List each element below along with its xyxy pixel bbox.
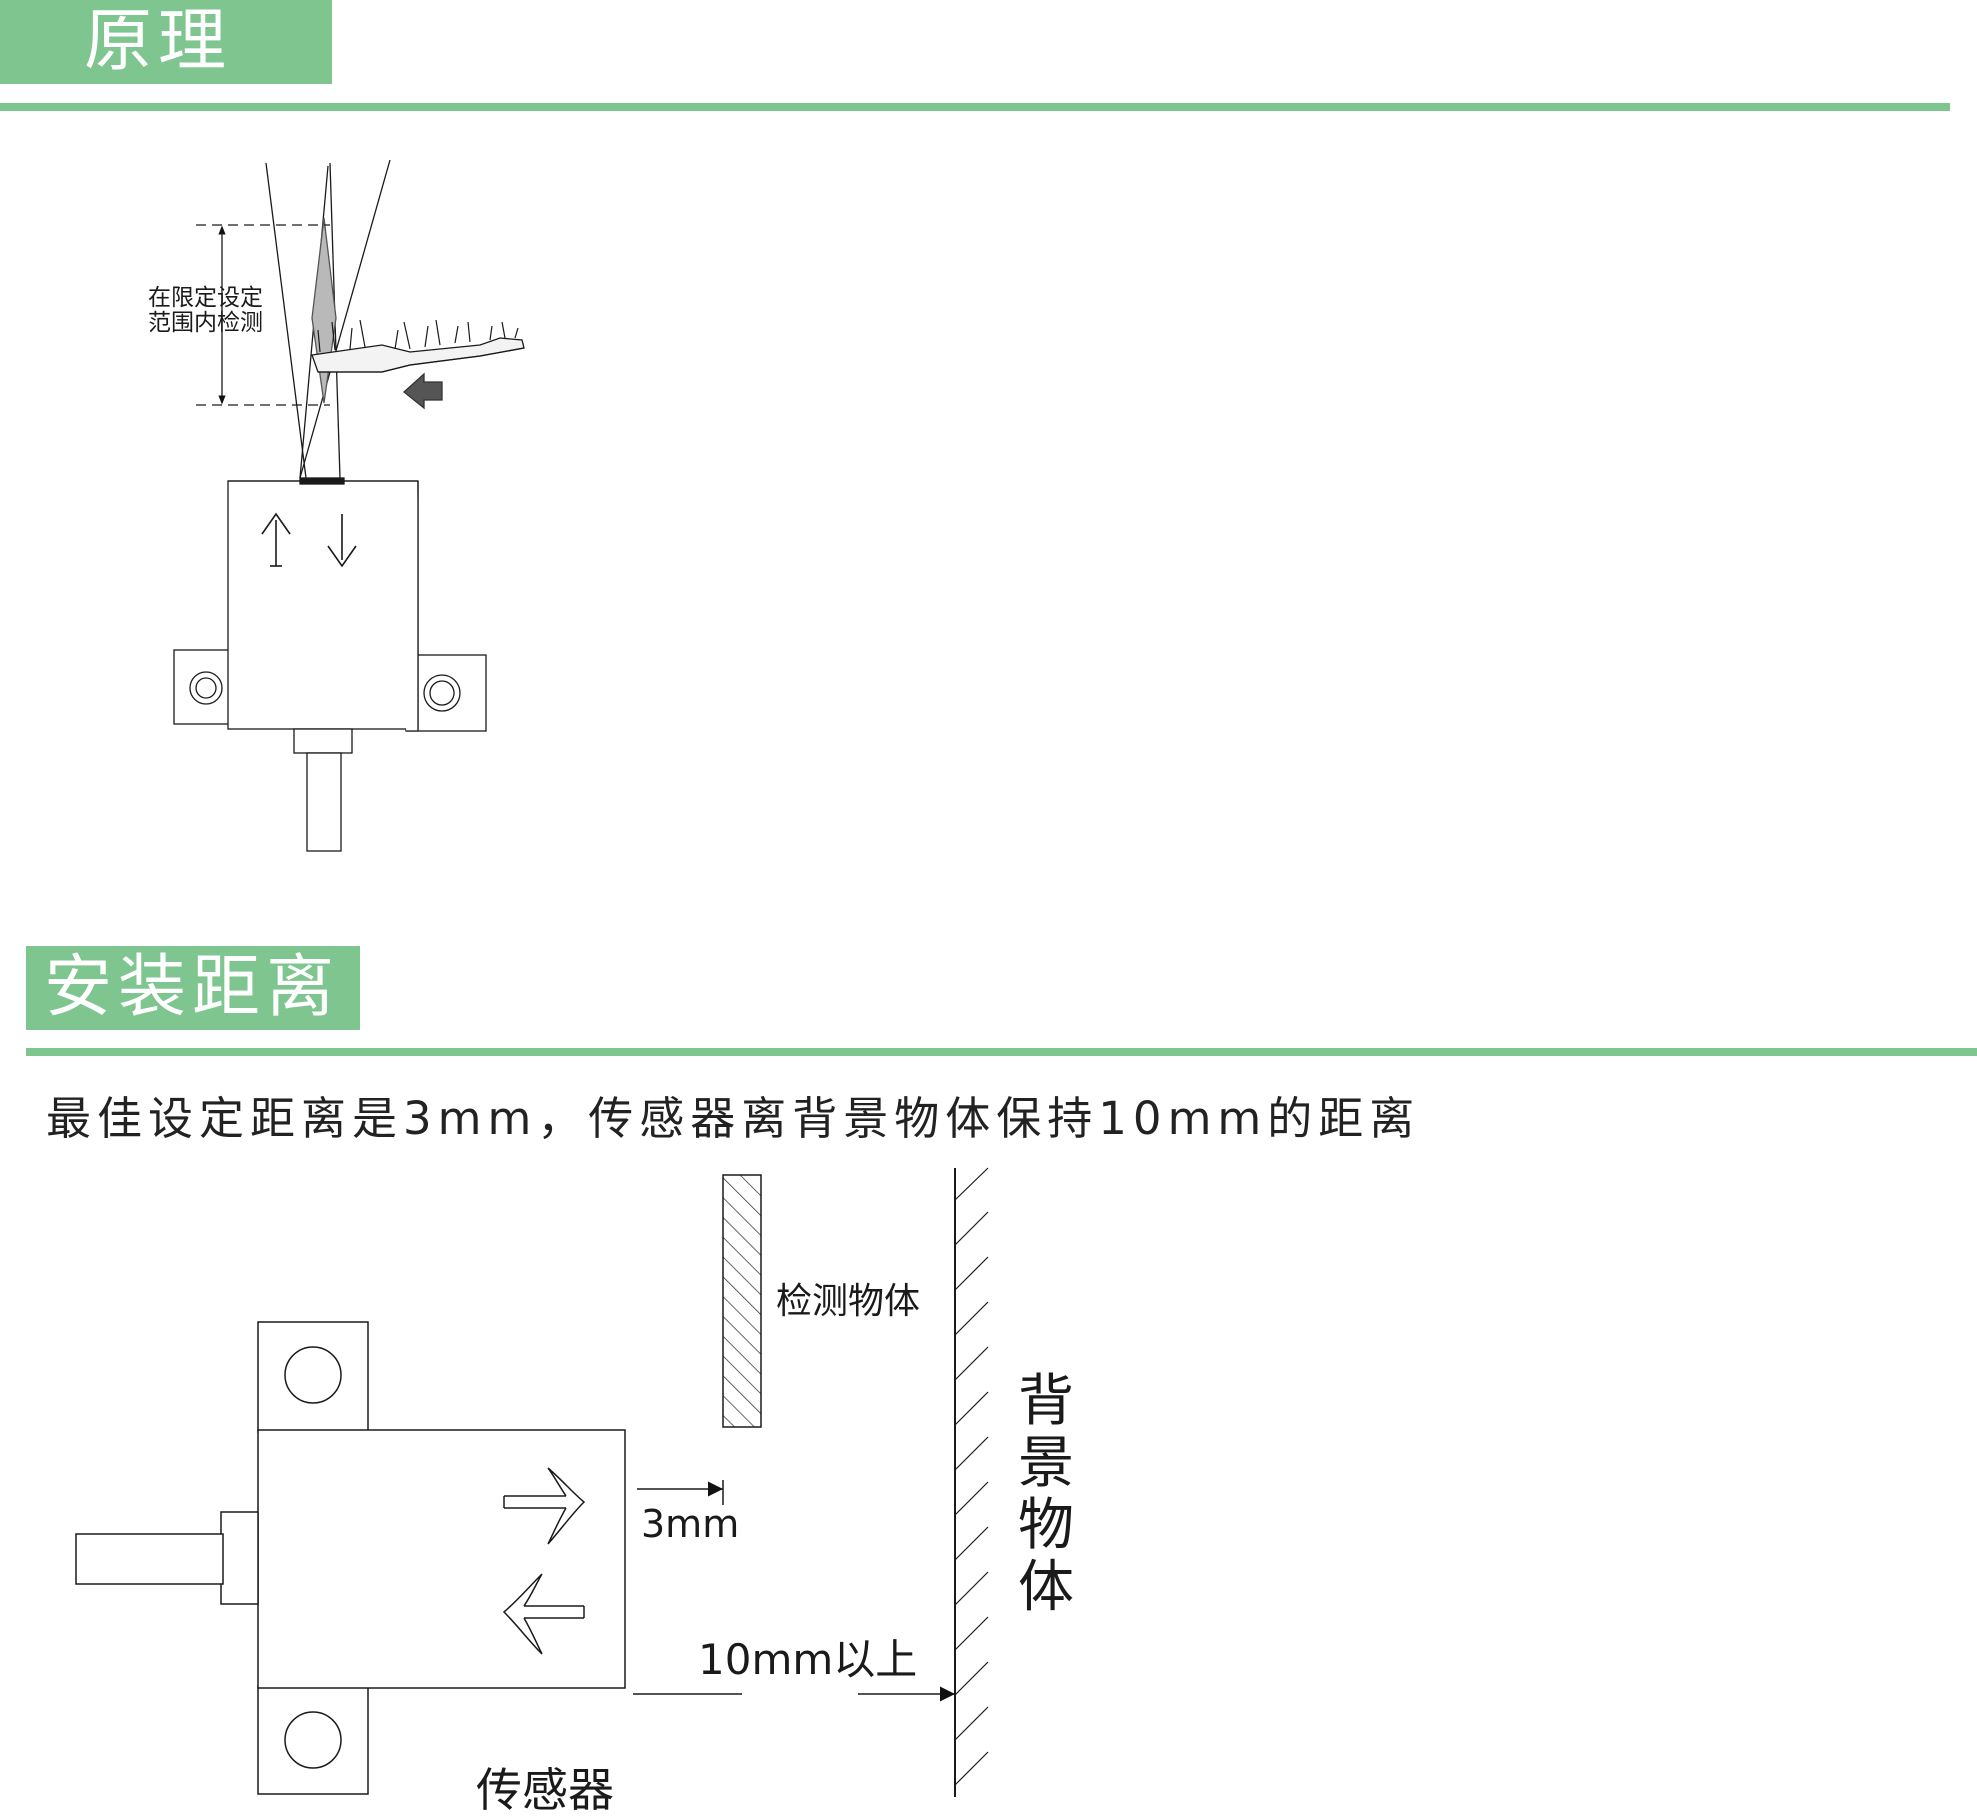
sensor-label: 传感器 <box>476 1763 614 1817</box>
svg-text:背: 背 <box>1018 1369 1074 1434</box>
svg-text:物: 物 <box>1018 1493 1074 1558</box>
receive-arrow-icon <box>327 514 357 568</box>
dim-10mm-label: 10mm以上 <box>698 1635 917 1684</box>
object-label: 检测物体 <box>776 1281 920 1322</box>
principle-diagram <box>173 159 525 852</box>
install-diagram <box>75 1167 989 1797</box>
emit-arrow-icon <box>261 512 291 567</box>
section-title-install: 安装距离 <box>26 946 360 1030</box>
section-rule-principle <box>0 103 1950 111</box>
mount-hole-top <box>284 1346 342 1404</box>
section-rule-install <box>26 1048 1977 1056</box>
section-title-principle: 原理 <box>0 0 332 84</box>
background-wall-hatch <box>954 1167 989 1786</box>
install-description: 最佳设定距离是3mm，传感器离背景物体保持10mm的距离 <box>46 1092 1421 1145</box>
range-label-line2: 范围内检测 <box>148 310 263 336</box>
sensor-side-view <box>75 1321 626 1795</box>
emit-arrow-side-icon <box>503 1467 586 1545</box>
svg-text:景: 景 <box>1018 1431 1074 1496</box>
sensor-front-view <box>173 477 487 852</box>
beam-lines <box>265 159 391 479</box>
conveyor-direction-arrow <box>402 372 443 410</box>
range-label-line1: 在限定设定 <box>148 285 263 311</box>
background-label: 背 景 物 体 <box>1018 1369 1074 1620</box>
dim-3mm-label: 3mm <box>641 1502 739 1546</box>
receive-arrow-side-icon <box>502 1573 585 1655</box>
detection-object <box>722 1174 762 1428</box>
chips-on-conveyor <box>311 319 525 373</box>
mount-hole-bottom <box>284 1711 342 1769</box>
svg-text:体: 体 <box>1018 1555 1074 1620</box>
